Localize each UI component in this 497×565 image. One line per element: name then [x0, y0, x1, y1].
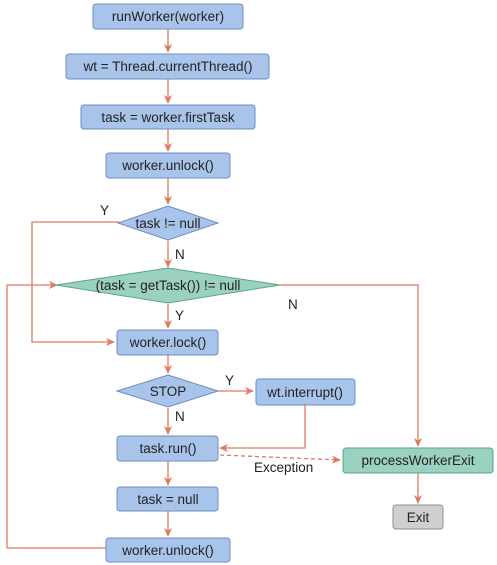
- label-get-task-yes: Y: [175, 308, 184, 323]
- node-run-worker-label: runWorker(worker): [112, 9, 224, 24]
- node-get-task-label: (task = getTask()) != null: [96, 278, 241, 293]
- node-task-assign[interactable]: task = worker.firstTask: [80, 104, 256, 130]
- node-wt-assign[interactable]: wt = Thread.currentThread(): [65, 53, 270, 80]
- node-exit-label: Exit: [407, 510, 430, 525]
- node-process-worker-exit[interactable]: processWorkerExit: [342, 447, 494, 474]
- node-interrupt-label: wt.interrupt(): [266, 385, 343, 400]
- node-process-worker-exit-label: processWorkerExit: [361, 453, 474, 468]
- edges: [6, 29, 422, 549]
- node-task-assign-label: task = worker.firstTask: [101, 110, 234, 125]
- node-stop-label: STOP: [150, 384, 187, 399]
- edge-run-exception-to-exit: [219, 454, 341, 464]
- node-run-worker[interactable]: runWorker(worker): [92, 3, 244, 30]
- edge-decision-yes-to-lock: [31, 221, 119, 346]
- label-get-task-no: N: [288, 297, 298, 312]
- node-interrupt[interactable]: wt.interrupt(): [255, 378, 356, 406]
- edge-labels: Y N Y N Y N Exception: [100, 203, 313, 475]
- label-task-not-null-yes: Y: [100, 203, 109, 218]
- node-task-null-label: task = null: [137, 492, 198, 507]
- label-task-not-null-no: N: [175, 247, 185, 262]
- node-wt-assign-label: wt = Thread.currentThread(): [83, 59, 253, 74]
- node-unlock-first[interactable]: worker.unlock(): [105, 152, 231, 179]
- label-exception: Exception: [254, 460, 313, 475]
- node-get-task[interactable]: (task = getTask()) != null: [55, 267, 281, 304]
- label-stop-no: N: [175, 409, 185, 424]
- node-lock-label: worker.lock(): [129, 335, 207, 350]
- node-unlock-loop[interactable]: worker.unlock(): [105, 537, 231, 563]
- node-task-run[interactable]: task.run(): [116, 435, 219, 462]
- node-task-not-null-label: task != null: [136, 216, 201, 231]
- edge-gettask-no-to-exit: [280, 284, 422, 447]
- edge-loop-back-to-gettask: [6, 281, 106, 549]
- node-stop[interactable]: STOP: [115, 374, 220, 408]
- node-task-run-label: task.run(): [139, 441, 196, 456]
- edge-interrupt-to-run: [219, 405, 306, 452]
- node-task-null[interactable]: task = null: [116, 486, 219, 512]
- node-task-not-null[interactable]: task != null: [116, 205, 220, 241]
- node-lock[interactable]: worker.lock(): [116, 329, 219, 356]
- label-stop-yes: Y: [225, 373, 234, 388]
- node-unlock-loop-label: worker.unlock(): [121, 543, 214, 558]
- node-unlock-first-label: worker.unlock(): [121, 158, 214, 173]
- node-exit[interactable]: Exit: [392, 504, 444, 530]
